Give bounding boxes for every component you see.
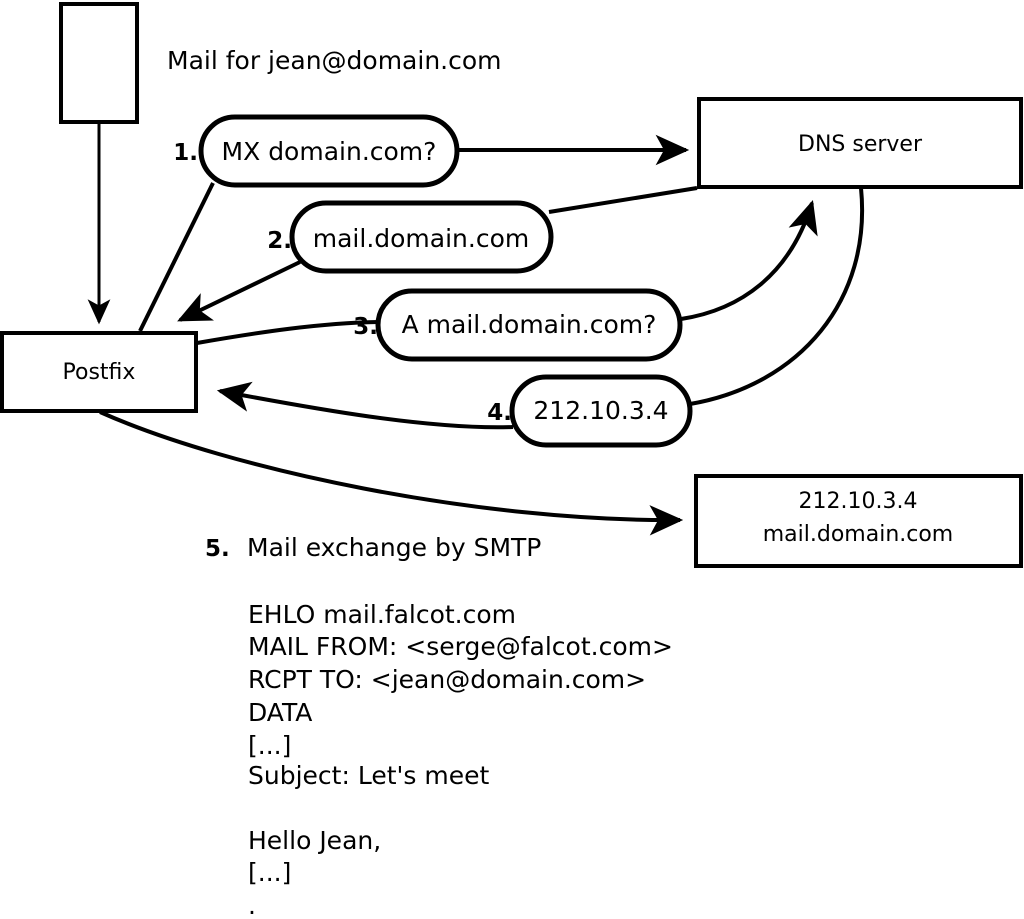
- mail-server-box: [694, 474, 1023, 568]
- smtp-line-1: MAIL FROM: <serge@falcot.com>: [248, 632, 673, 661]
- edge-dns-to-step2: [548, 186, 698, 214]
- smtp-line-7: Hello Jean,: [248, 826, 381, 855]
- bubble-step1: [198, 114, 460, 188]
- diagram-title: Mail for jean@domain.com: [167, 46, 502, 75]
- bubble-step4-label: 212.10.3.4: [533, 396, 668, 425]
- postfix-box: [0, 331, 198, 413]
- edge-step3-to-dns: [680, 199, 818, 321]
- smtp-line-10: .: [248, 891, 256, 919]
- smtp-line-5: Subject: Let's meet: [248, 761, 489, 790]
- smtp-line-3: DATA: [248, 698, 312, 727]
- step-5-number: 5.: [205, 536, 230, 562]
- bubble-step3-label: A mail.domain.com?: [402, 310, 657, 339]
- smtp-line-4: [...]: [248, 731, 291, 760]
- dns-server-box: [697, 97, 1023, 189]
- edge-step4-to-postfix: [216, 381, 514, 430]
- bubble-step2: [289, 200, 554, 274]
- edge-step1-tail: [138, 182, 215, 332]
- smtp-line-0: EHLO mail.falcot.com: [248, 600, 516, 629]
- postfix-label: Postfix: [63, 360, 136, 385]
- edge-step5-smtp: [99, 410, 684, 536]
- edge-postfix-to-step3: [196, 320, 379, 345]
- bubble-step2-label: mail.domain.com: [313, 224, 529, 253]
- step-1-number: 1.: [173, 140, 198, 166]
- smtp-line-8: [...]: [248, 858, 291, 887]
- smtp-line-2: RCPT TO: <jean@domain.com>: [248, 665, 646, 694]
- step-4-number: 4.: [487, 400, 512, 426]
- step-2-number: 2.: [267, 228, 292, 254]
- step-3-number: 3.: [353, 314, 378, 340]
- mail-server-hostname: mail.domain.com: [763, 522, 954, 547]
- edge-step2-to-postfix: [177, 260, 301, 322]
- dns-server-label: DNS server: [798, 132, 923, 157]
- bubble-step3: [375, 288, 683, 362]
- sender-box: [59, 2, 139, 124]
- bubble-step1-label: MX domain.com?: [222, 137, 437, 166]
- mail-server-ip: 212.10.3.4: [799, 489, 918, 514]
- bubble-step4: [509, 374, 693, 448]
- step-5-label: Mail exchange by SMTP: [247, 533, 541, 562]
- edge-dns-to-step4: [689, 187, 865, 406]
